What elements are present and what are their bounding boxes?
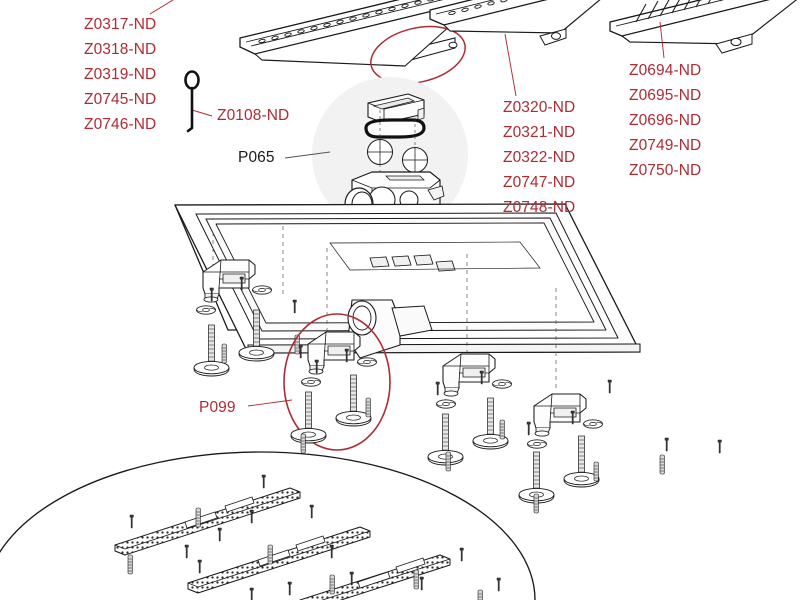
siphon-top-cap — [367, 93, 425, 124]
callout-group-grate-middle: Z0320-ND Z0321-ND Z0322-ND Z0747-ND Z074… — [503, 95, 575, 220]
perforated-mounting-strip-1 — [114, 487, 301, 556]
part-number-z0318: Z0318-ND — [84, 41, 157, 58]
callout-leader-lines — [149, 0, 665, 407]
part-number-z0108: Z0108-ND — [217, 107, 290, 124]
grate-cover-middle — [429, 0, 601, 46]
perforated-mounting-strip-2 — [187, 526, 371, 594]
stray-fasteners-right — [659, 437, 722, 475]
leg-assembly-3 — [427, 353, 512, 472]
p065-leader-line — [284, 151, 331, 159]
part-number-z0317: Z0317-ND — [84, 16, 157, 33]
grate-cover-left — [239, 0, 471, 67]
part-number-z0746: Z0746-ND — [84, 116, 157, 133]
mounting-strips-group — [114, 474, 501, 600]
part-number-z0319: Z0319-ND — [84, 66, 157, 83]
part-number-z0320: Z0320-ND — [503, 99, 576, 116]
highlight-ellipse-grate-left — [370, 25, 466, 85]
part-number-z0748: Z0748-ND — [503, 199, 576, 216]
mounting-strips-group-ellipse — [0, 451, 536, 600]
drain-channel-body — [174, 203, 641, 359]
grate-cover-right — [609, 0, 798, 54]
hook-removal-tool — [184, 70, 200, 133]
part-number-z0694: Z0694-ND — [629, 62, 702, 79]
siphon-gasket-ring — [364, 118, 426, 139]
callout-group-grate-left: Z0317-ND Z0318-ND Z0319-ND Z0745-ND Z074… — [84, 12, 156, 137]
part-number-z0745: Z0745-ND — [84, 91, 157, 108]
part-number-z0696: Z0696-ND — [629, 112, 702, 129]
part-number-z0747: Z0747-ND — [503, 174, 576, 191]
part-number-z0321: Z0321-ND — [503, 124, 576, 141]
part-number-p065: P065 — [238, 149, 275, 166]
part-number-z0695: Z0695-ND — [629, 87, 702, 104]
part-number-p099: P099 — [199, 399, 236, 416]
callout-group-grate-right: Z0694-ND Z0695-ND Z0696-ND Z0749-ND Z075… — [629, 58, 701, 183]
perforated-mounting-strip-3 — [299, 554, 451, 600]
highlight-ellipse-leg-p099 — [283, 313, 391, 451]
part-number-z0322: Z0322-ND — [503, 149, 576, 166]
part-number-z0749: Z0749-ND — [629, 137, 702, 154]
leg-assembly-4 — [518, 379, 612, 514]
part-number-z0750: Z0750-ND — [629, 162, 702, 179]
